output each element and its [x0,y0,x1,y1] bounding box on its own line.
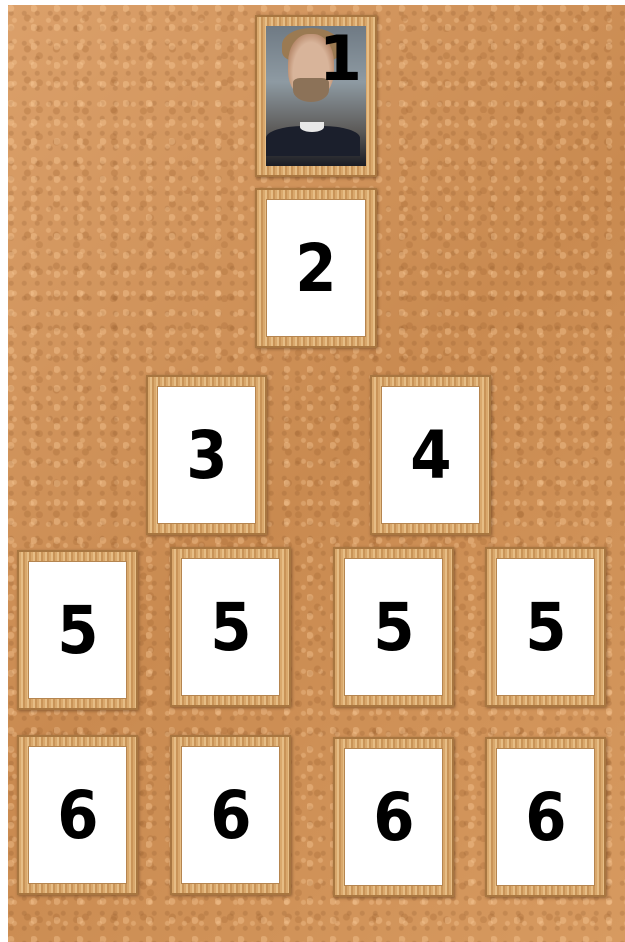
card-5c[interactable]: 5 [333,547,454,707]
card-6d[interactable]: 6 [485,737,606,897]
card-number: 5 [57,592,98,669]
card-number: 6 [525,779,566,856]
card-5c-face: 5 [344,558,443,696]
card-4[interactable]: 4 [370,375,491,535]
card-6b-face: 6 [181,746,280,884]
portrait-collar [300,122,324,132]
card-2-face: 2 [266,199,366,337]
portrait-photo: 1 [266,26,366,166]
card-number: 5 [373,589,414,666]
card-number: 4 [410,417,451,494]
card-6c-face: 6 [344,748,443,886]
card-number: 5 [210,589,251,666]
card-number: 3 [186,417,227,494]
card-number: 5 [525,589,566,666]
card-number: 6 [57,777,98,854]
card-2[interactable]: 2 [255,188,377,348]
card-6d-face: 6 [496,748,595,886]
card-5b-face: 5 [181,558,280,696]
card-5a[interactable]: 5 [17,550,138,710]
card-6a[interactable]: 6 [17,735,138,895]
card-1-face: 1 [266,26,366,166]
card-5d[interactable]: 5 [485,547,606,707]
card-6a-face: 6 [28,746,127,884]
card-6c[interactable]: 6 [333,737,454,897]
card-3-face: 3 [157,386,256,524]
card-number: 2 [295,230,336,307]
card-number: 6 [373,779,414,856]
card-number: 1 [319,26,362,95]
card-5a-face: 5 [28,561,127,699]
card-number: 6 [210,777,251,854]
card-6b[interactable]: 6 [170,735,291,895]
card-3[interactable]: 3 [146,375,267,535]
card-1[interactable]: 1 [255,15,377,177]
card-5b[interactable]: 5 [170,547,291,707]
card-4-face: 4 [381,386,480,524]
card-5d-face: 5 [496,558,595,696]
